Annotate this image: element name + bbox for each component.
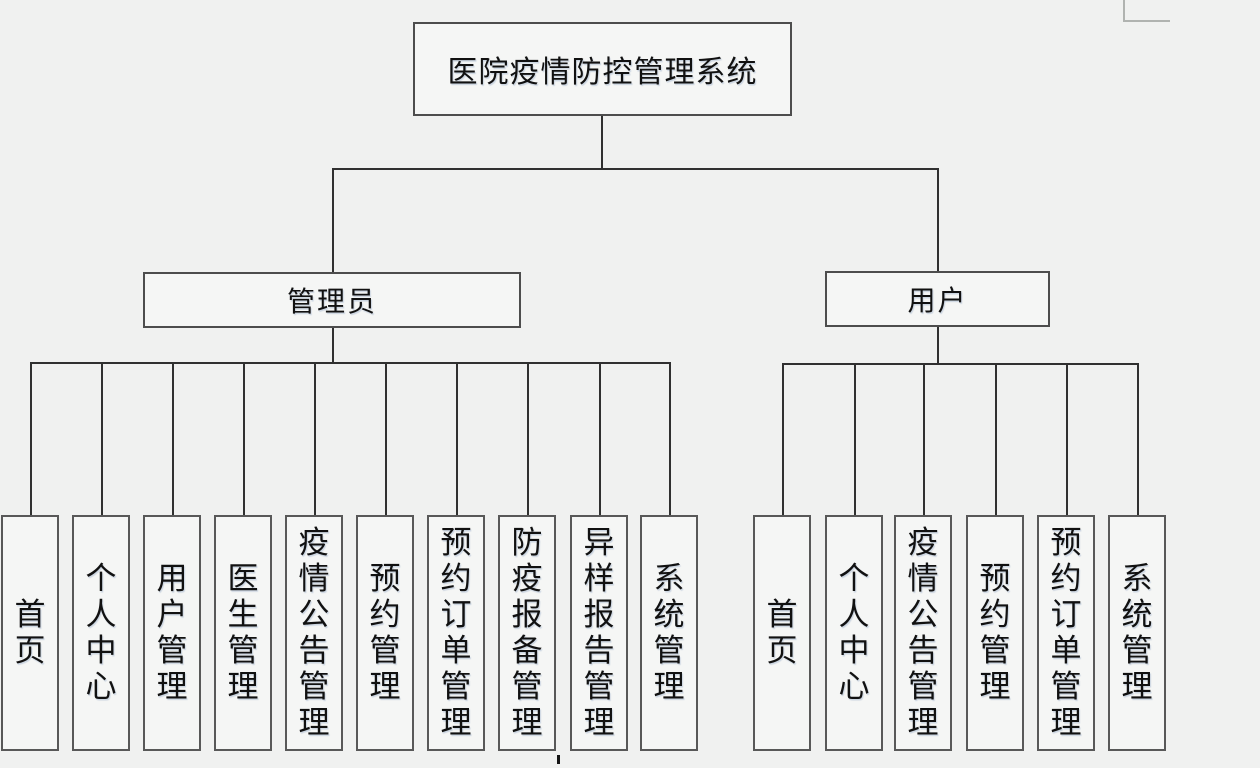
branch-node-admin-label: 管理员 <box>286 286 377 317</box>
leaf-node: 预约管理 <box>966 515 1024 751</box>
connector-line <box>332 168 334 272</box>
leaf-node-label: 异样报告管理 <box>583 525 615 740</box>
leaf-node: 首页 <box>1 515 59 751</box>
connector-line <box>782 363 784 515</box>
root-node: 医院疫情防控管理系统 <box>413 22 792 116</box>
leaf-node: 系统管理 <box>640 515 698 751</box>
leaf-node-label: 系统管理 <box>1121 561 1153 704</box>
leaf-node: 个人中心 <box>72 515 130 751</box>
leaf-node-label: 首页 <box>14 597 46 668</box>
leaf-node-label: 用户管理 <box>156 561 188 704</box>
leaf-node-label: 个人中心 <box>85 561 117 704</box>
leaf-node: 预约管理 <box>356 515 414 751</box>
stray-tick-mark <box>557 755 560 764</box>
connector-line <box>1137 363 1139 515</box>
connector-line <box>854 363 856 515</box>
branch-node-user: 用户 <box>825 271 1050 327</box>
connector-line <box>669 362 671 515</box>
branch-node-admin: 管理员 <box>143 272 521 328</box>
connector-line <box>101 362 103 515</box>
connector-line <box>937 168 939 271</box>
connector-line <box>332 168 939 170</box>
leaf-node: 个人中心 <box>825 515 883 751</box>
connector-line <box>172 362 174 515</box>
leaf-node: 首页 <box>753 515 811 751</box>
root-node-label: 医院疫情防控管理系统 <box>447 56 758 89</box>
connector-line <box>243 362 245 515</box>
leaf-node: 医生管理 <box>214 515 272 751</box>
connector-line <box>601 116 603 168</box>
branch-node-user-label: 用户 <box>907 285 968 316</box>
connector-line <box>30 362 670 364</box>
page-corner-horizontal-line <box>1123 20 1170 22</box>
connector-line <box>1066 363 1068 515</box>
connector-line <box>995 363 997 515</box>
leaf-node-label: 预约管理 <box>979 561 1011 704</box>
leaf-node-label: 医生管理 <box>227 561 259 704</box>
leaf-node-label: 预约管理 <box>369 561 401 704</box>
connector-line <box>385 362 387 515</box>
leaf-node: 用户管理 <box>143 515 201 751</box>
page-corner-vertical-line <box>1123 0 1125 21</box>
connector-line <box>937 327 939 364</box>
leaf-node: 系统管理 <box>1108 515 1166 751</box>
leaf-node-label: 预约订单管理 <box>440 525 472 740</box>
leaf-node: 预约订单管理 <box>427 515 485 751</box>
connector-line <box>923 363 925 515</box>
connector-line <box>456 362 458 515</box>
connector-line <box>314 362 316 515</box>
connector-line <box>782 363 1138 365</box>
leaf-node: 预约订单管理 <box>1037 515 1095 751</box>
leaf-node: 防疫报备管理 <box>498 515 556 751</box>
leaf-node-label: 防疫报备管理 <box>511 525 543 740</box>
connector-line <box>527 362 529 515</box>
leaf-node-label: 疫情公告管理 <box>298 525 330 740</box>
connector-line <box>599 362 601 515</box>
leaf-node-label: 疫情公告管理 <box>907 525 939 740</box>
leaf-node: 疫情公告管理 <box>285 515 343 751</box>
leaf-node: 异样报告管理 <box>570 515 628 751</box>
leaf-node: 疫情公告管理 <box>894 515 952 751</box>
leaf-node-label: 预约订单管理 <box>1050 525 1082 740</box>
connector-line <box>30 362 32 515</box>
leaf-node-label: 系统管理 <box>653 561 685 704</box>
leaf-node-label: 个人中心 <box>838 561 870 704</box>
connector-line <box>332 328 334 363</box>
leaf-node-label: 首页 <box>766 597 798 668</box>
